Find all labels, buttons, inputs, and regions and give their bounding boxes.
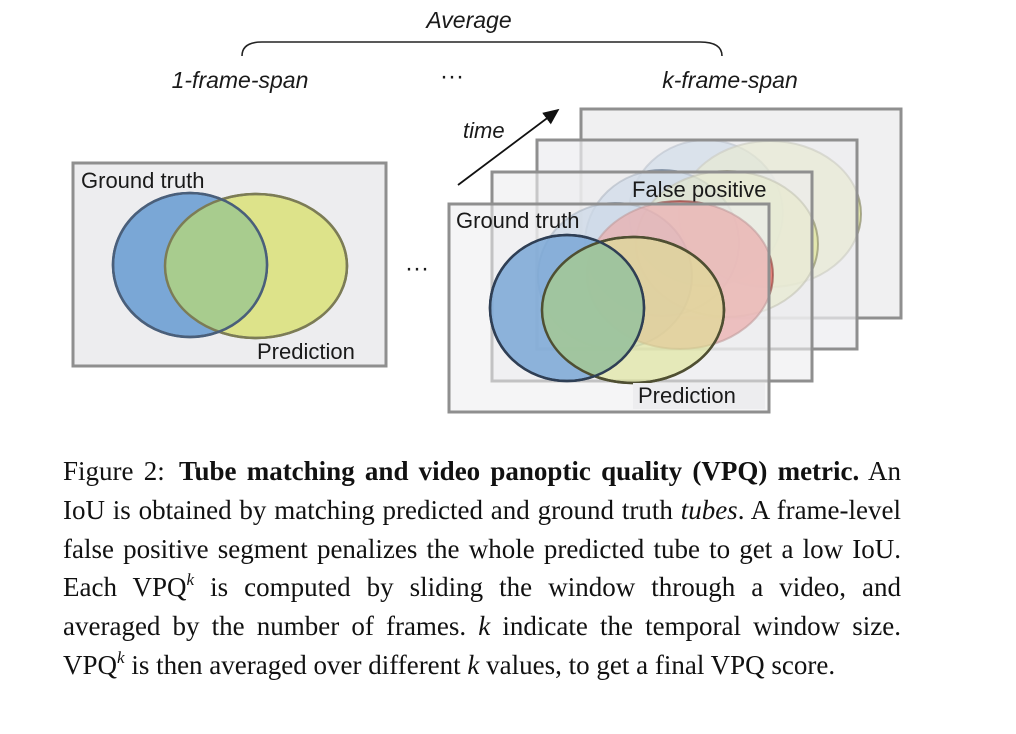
caption-text-3: is computed by sliding the window throug… [63,572,901,642]
average-label: Average [424,7,511,33]
caption-superscript-k-1: k [186,570,195,590]
caption-title: Tube matching and video panoptic quality… [178,456,860,486]
caption-label: Figure 2: [63,456,165,486]
one-frame-panel: Ground truth Prediction [71,161,388,368]
caption-text-4: indicate the temporal window size. VPQ [63,611,901,680]
tube-matching-diagram: Average 1-frame-span ··· k-frame-span Gr… [71,7,903,414]
caption-superscript-k-2: k [117,647,125,667]
caption-text-1: An IoU is obtained by matching predicted… [63,456,901,525]
caption-text-5: is then averaged over different [124,649,468,680]
frame-front: Ground truth Prediction [447,202,771,414]
figure-caption: Figure 2: Tube matching and video panopt… [63,452,901,685]
left-ground-truth-label: Ground truth [81,168,205,193]
left-prediction-label: Prediction [257,339,355,364]
caption-tubes: tubes [680,494,738,525]
false-positive-label: False positive [632,177,767,202]
caption-k-variable: k [478,611,491,642]
average-brace [241,41,723,57]
right-prediction-label: Prediction [638,383,736,408]
caption-text-6: values, to get a final VPQ score. [479,649,836,680]
top-ellipsis: ··· [440,63,464,90]
overlap-region [165,194,267,337]
time-arrow [457,108,560,186]
k-frame-panel: False positive Ground truth Prediction [447,107,903,414]
k-frame-span-label: k-frame-span [662,67,797,93]
caption-k-variable-2: k [467,649,480,680]
one-frame-span-label: 1-frame-span [172,67,309,93]
middle-ellipsis: ··· [405,255,429,282]
right-ground-truth-label: Ground truth [456,208,580,233]
time-label: time [463,118,505,143]
caption-text-2: . A frame-level false positive segment p… [63,494,901,603]
